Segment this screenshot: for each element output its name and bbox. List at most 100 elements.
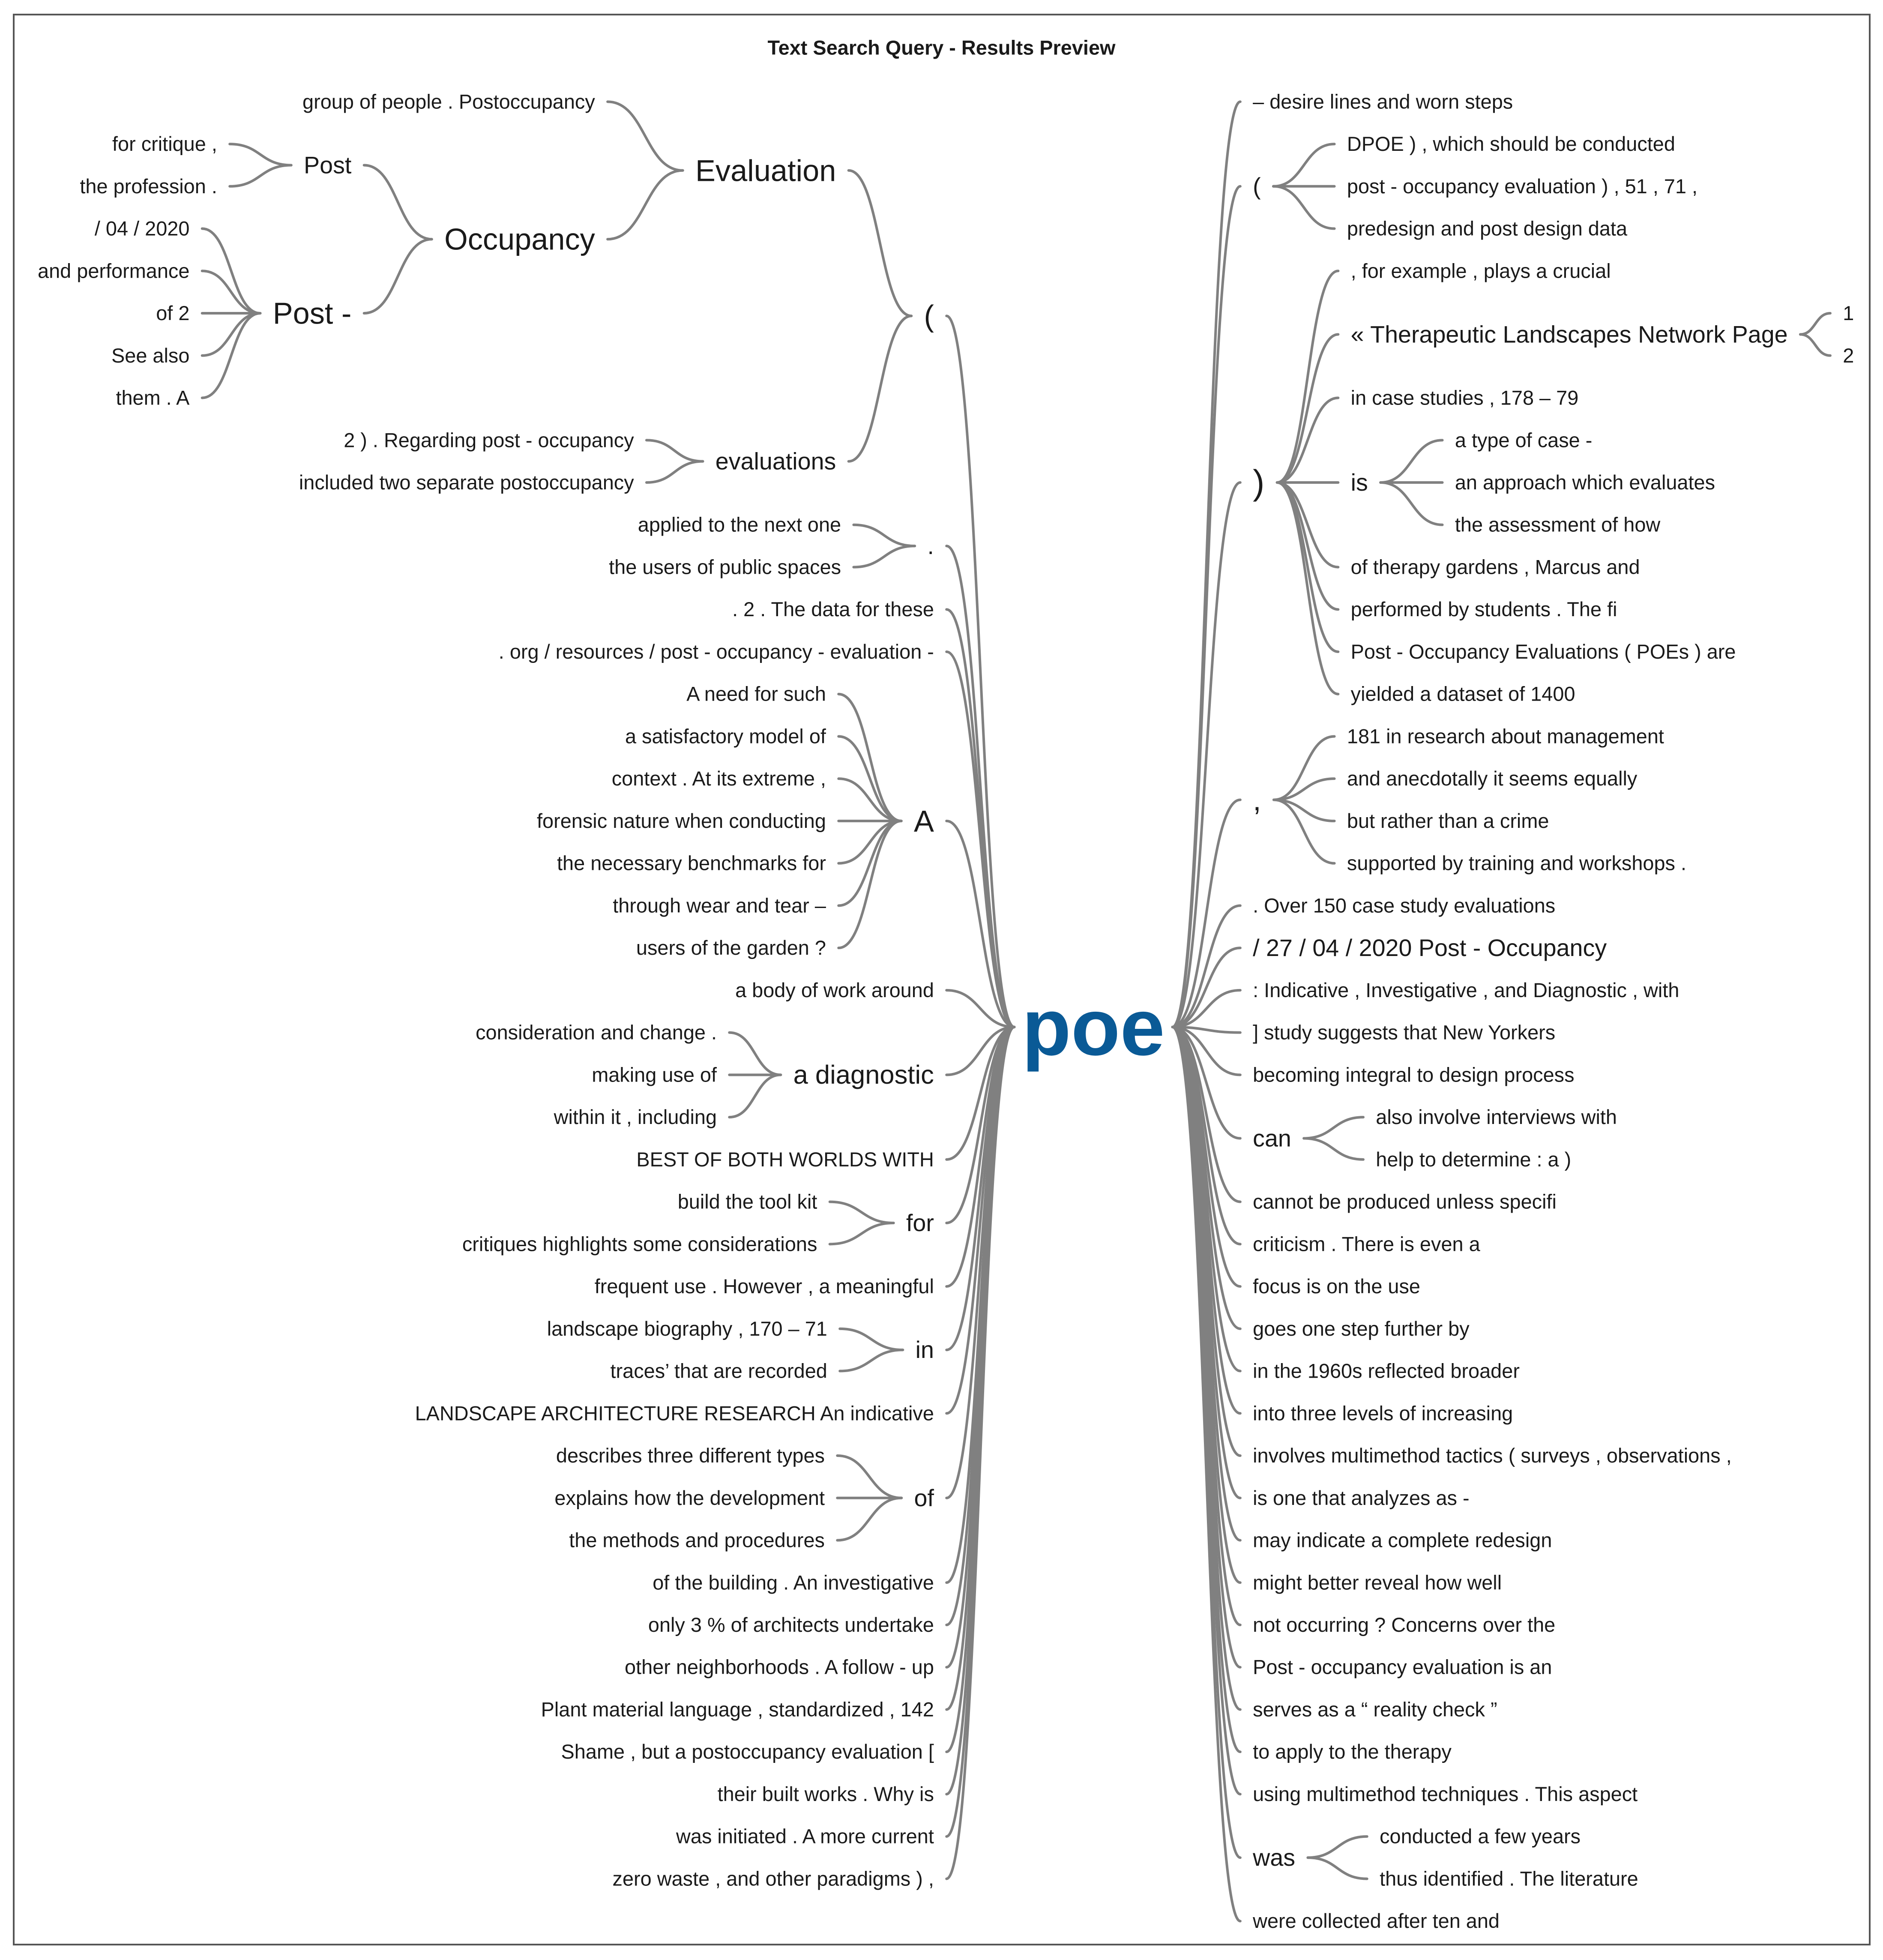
- connector-desire-lines-and-worn-steps: [1171, 100, 1242, 1028]
- connector-group-of-people-postoccupancy: [606, 100, 684, 172]
- phrase-the-methods-and-procedures: the methods and procedures: [569, 1529, 825, 1552]
- connector-describes-three-different-types: [836, 1454, 903, 1499]
- branch-evaluation: Evaluation: [695, 153, 836, 187]
- phrase-post-occupancy-evaluations-poes-are: Post - Occupancy Evaluations ( POEs ) ar…: [1351, 641, 1736, 663]
- connector-punct: [1171, 481, 1242, 1028]
- connector-landscape-biography-170-71: [838, 1327, 904, 1352]
- branch-can: can: [1253, 1125, 1291, 1151]
- phrase-post-occupancy-evaluation-is-an: Post - occupancy evaluation is an: [1253, 1656, 1552, 1678]
- phrase-thus-identified-the-literature: thus identified . The literature: [1380, 1867, 1638, 1890]
- phrase-see-also: See also: [111, 345, 189, 367]
- phrase-using-multimethod-techniques-this-aspect: using multimethod techniques . This aspe…: [1253, 1783, 1638, 1805]
- connector-2-regarding-post-occupancy: [645, 439, 704, 463]
- connector-and-performance: [201, 270, 262, 315]
- phrase-traces-that-are-recorded: traces’ that are recorded: [611, 1360, 827, 1382]
- connector-27-04-2020-post-occupancy: [1171, 947, 1242, 1028]
- phrase-them-a: them . A: [116, 387, 190, 409]
- connector-applied-to-the-next-one: [852, 523, 916, 548]
- phrase-conducted-a-few-years: conducted a few years: [1380, 1825, 1581, 1848]
- connector-zero-waste-and-other-paradigms: [945, 1025, 1016, 1880]
- phrase-181-in-research-about-management: 181 in research about management: [1347, 725, 1664, 747]
- connector-therapeutic-landscapes-network-page: [1275, 333, 1340, 484]
- phrase-also-involve-interviews-with: also involve interviews with: [1376, 1106, 1617, 1128]
- phrase-a-need-for-such: A need for such: [686, 683, 826, 705]
- phrase-of-therapy-gardens-marcus-and: of therapy gardens , Marcus and: [1351, 556, 1640, 578]
- phrase-to-apply-to-the-therapy: to apply to the therapy: [1253, 1741, 1452, 1763]
- phrase-desire-lines-and-worn-steps: – desire lines and worn steps: [1253, 90, 1513, 113]
- phrase-within-it-including: within it , including: [554, 1106, 717, 1128]
- phrase-users-of-the-garden: users of the garden ?: [636, 937, 826, 959]
- phrase-zero-waste-and-other-paradigms: zero waste , and other paradigms ) ,: [613, 1867, 934, 1890]
- branch-evaluations: evaluations: [715, 448, 836, 475]
- connector-predesign-and-post-design-data: [1272, 185, 1336, 230]
- connector-a-type-of-case: [1379, 439, 1444, 484]
- phrase-of-the-building-an-investigative: of the building . An investigative: [653, 1571, 934, 1594]
- connector-for-critique: [228, 143, 293, 167]
- connector-occupancy: [606, 169, 684, 241]
- phrase-a-type-of-case: a type of case -: [1455, 429, 1592, 451]
- connector-and-anecdotally-it-seems-equally: [1272, 777, 1336, 801]
- phrase-the-profession: the profession .: [80, 175, 217, 198]
- phrase-and-anecdotally-it-seems-equally: and anecdotally it seems equally: [1347, 767, 1638, 790]
- phrase-serves-as-a-reality-check: serves as a “ reality check ”: [1253, 1698, 1497, 1720]
- branch-post: Post -: [273, 297, 352, 330]
- connector-them-a: [201, 312, 262, 399]
- phrase-a-satisfactory-model-of: a satisfactory model of: [625, 725, 826, 747]
- phrase-27-04-2020-post-occupancy: / 27 / 04 / 2020 Post - Occupancy: [1253, 935, 1607, 961]
- connector-a-body-of-work-around: [945, 989, 1016, 1028]
- branch-punct: .: [927, 533, 934, 559]
- connector-consideration-and-change: [728, 1031, 782, 1076]
- connector-through-wear-and-tear: [837, 819, 903, 907]
- phrase-2-regarding-post-occupancy: 2 ) . Regarding post - occupancy: [344, 429, 634, 451]
- connector-the-methods-and-procedures: [836, 1496, 903, 1542]
- connector-org-resources-post-occupancy-evaluation: [945, 650, 1016, 1028]
- phrase-2: 2: [1843, 345, 1854, 367]
- connector-evaluation: [847, 169, 913, 318]
- branch-of: of: [914, 1485, 934, 1511]
- phrase-consideration-and-change: consideration and change .: [476, 1022, 717, 1044]
- connector-punct: [1171, 185, 1242, 1028]
- phrase-landscape-architecture-research-an-indic: LANDSCAPE ARCHITECTURE RESEARCH An indic…: [415, 1402, 934, 1424]
- root-term: poe: [1022, 982, 1165, 1072]
- connector-a-satisfactory-model-of: [837, 735, 903, 822]
- phrase-performed-by-students-the-fi: performed by students . The fi: [1351, 598, 1617, 620]
- phrase-the-assessment-of-how: the assessment of how: [1455, 514, 1661, 536]
- connector-04-2020: [201, 227, 262, 315]
- branch-in: in: [916, 1337, 934, 1363]
- phrase-for-critique: for critique ,: [112, 133, 217, 155]
- phrase-into-three-levels-of-increasing: into three levels of increasing: [1253, 1402, 1513, 1424]
- connector-context-at-its-extreme: [837, 777, 903, 822]
- branch-is: is: [1351, 469, 1368, 496]
- branch-a: A: [914, 804, 934, 838]
- connector-best-of-both-worlds-with: [945, 1025, 1016, 1161]
- connector-supported-by-training-and-workshops: [1272, 798, 1336, 865]
- connector-post: [362, 164, 433, 241]
- phrase-included-two-separate-postoccupancy: included two separate postoccupancy: [299, 471, 634, 494]
- connector-in-case-studies-178-79: [1275, 396, 1340, 484]
- connector-included-two-separate-postoccupancy: [645, 460, 704, 484]
- phrase-group-of-people-postoccupancy: group of people . Postoccupancy: [302, 90, 595, 113]
- branch-occupancy: Occupancy: [444, 222, 596, 256]
- phrase-04-2020: / 04 / 2020: [95, 218, 190, 240]
- connector-a-diagnostic: [945, 1025, 1016, 1076]
- phrase-other-neighborhoods-a-follow-up: other neighborhoods . A follow - up: [625, 1656, 934, 1678]
- phrase-focus-is-on-the-use: focus is on the use: [1253, 1275, 1420, 1298]
- phrase-critiques-highlights-some-considerations: critiques highlights some considerations: [462, 1233, 817, 1255]
- phrase-help-to-determine-a: help to determine : a ): [1376, 1148, 1571, 1171]
- phrase-were-collected-after-ten-and: were collected after ten and: [1252, 1910, 1500, 1932]
- connector-were-collected-after-ten-and: [1171, 1025, 1242, 1923]
- phrase-frequent-use-however-a-meaningful: frequent use . However , a meaningful: [595, 1275, 934, 1298]
- connector-conducted-a-few-years: [1306, 1835, 1368, 1859]
- phrase-yielded-a-dataset-of-1400: yielded a dataset of 1400: [1351, 683, 1575, 705]
- phrase-dpoe-which-should-be-conducted: DPOE ) , which should be conducted: [1347, 133, 1675, 155]
- phrase-was-initiated-a-more-current: was initiated . A more current: [676, 1825, 934, 1848]
- phrase-only-3-of-architects-undertake: only 3 % of architects undertake: [648, 1614, 934, 1636]
- connector-of-therapy-gardens-marcus-and: [1275, 481, 1340, 569]
- phrase-forensic-nature-when-conducting: forensic nature when conducting: [537, 810, 826, 832]
- phrase-and-performance: and performance: [38, 260, 189, 282]
- phrase-may-indicate-a-complete-redesign: may indicate a complete redesign: [1253, 1529, 1552, 1552]
- phrase-study-suggests-that-new-yorkers: ] study suggests that New Yorkers: [1253, 1022, 1555, 1044]
- branch-a-diagnostic: a diagnostic: [793, 1060, 934, 1090]
- connector-see-also: [201, 312, 262, 357]
- connector-users-of-the-garden: [837, 819, 903, 950]
